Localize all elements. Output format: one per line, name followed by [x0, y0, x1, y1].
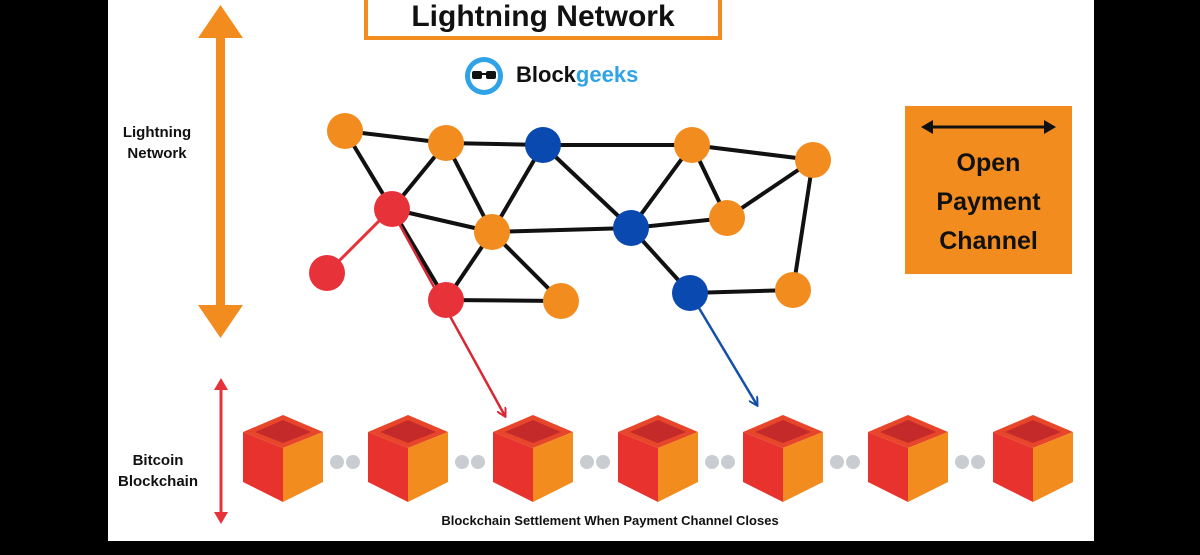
- red-node: [309, 255, 345, 291]
- double-arrow-icon: [921, 120, 1056, 134]
- orange-node: [674, 127, 710, 163]
- chain-link-dot: [580, 455, 594, 469]
- blockchain-blocks: [243, 415, 1073, 502]
- lightning-height-arrow: [198, 5, 243, 338]
- red-node: [428, 282, 464, 318]
- network-nodes: [309, 113, 831, 319]
- channel-edge: [445, 298, 562, 303]
- bitcoin-block: [993, 415, 1073, 502]
- bitcoin-block: [243, 415, 323, 502]
- orange-node: [775, 272, 811, 308]
- chain-link-dot: [455, 455, 469, 469]
- chain-link-dot: [955, 455, 969, 469]
- orange-node: [795, 142, 831, 178]
- orange-node: [327, 113, 363, 149]
- bitcoin-block: [493, 415, 573, 502]
- logo-text: Blockgeeks: [516, 62, 639, 87]
- orange-node: [543, 283, 579, 319]
- orange-node: [709, 200, 745, 236]
- blue-node: [525, 127, 561, 163]
- title-banner: Lightning Network: [364, 0, 722, 40]
- blue-node: [672, 275, 708, 311]
- channel-edge: [541, 143, 633, 230]
- legend-open-payment-channel: Open Payment Channel: [905, 106, 1072, 274]
- orange-node: [428, 125, 464, 161]
- bitcoin-block: [743, 415, 823, 502]
- settlement-caption: Blockchain Settlement When Payment Chann…: [441, 513, 779, 528]
- blue-settlement-arrow: [688, 292, 757, 405]
- chain-link-dot: [830, 455, 844, 469]
- page-title: Lightning Network: [411, 0, 675, 33]
- chain-link-dot: [346, 455, 360, 469]
- bitcoin-block: [618, 415, 698, 502]
- chain-link-dot: [971, 455, 985, 469]
- chain-link-dot: [846, 455, 860, 469]
- chain-link-dot: [721, 455, 735, 469]
- legend-label: Open Payment Channel: [936, 149, 1041, 255]
- channel-edge: [491, 226, 632, 234]
- bitcoin-block: [868, 415, 948, 502]
- bitcoin-block: [368, 415, 448, 502]
- bitcoin-blockchain-label: Bitcoin Blockchain: [117, 452, 199, 490]
- channel-edge: [791, 159, 815, 291]
- chain-link-dot: [705, 455, 719, 469]
- lightning-network-label: Lightning Network: [122, 124, 192, 162]
- blockchain-height-arrow: [214, 378, 228, 524]
- glasses-icon: [465, 57, 503, 95]
- blue-node: [613, 210, 649, 246]
- channel-edge: [691, 143, 814, 162]
- orange-node: [474, 214, 510, 250]
- chain-link-dot: [330, 455, 344, 469]
- chain-link-dot: [596, 455, 610, 469]
- red-node: [374, 191, 410, 227]
- chain-link-dot: [471, 455, 485, 469]
